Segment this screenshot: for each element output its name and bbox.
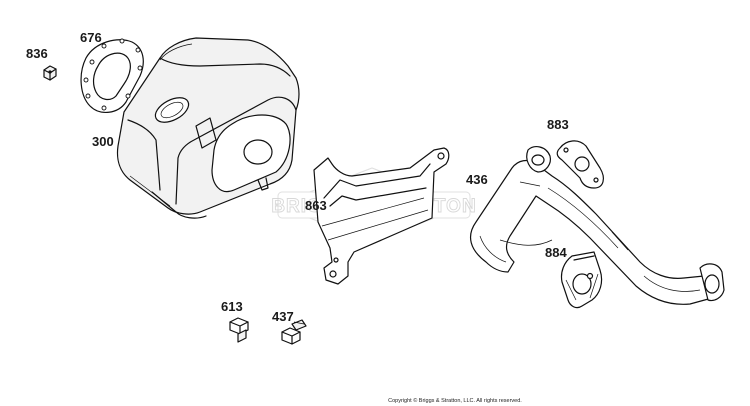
label-676: 676 xyxy=(80,30,102,45)
part-676-gasket xyxy=(80,38,144,113)
part-863-bracket xyxy=(313,147,450,285)
label-883: 883 xyxy=(547,117,569,132)
label-884: 884 xyxy=(545,245,567,260)
label-437: 437 xyxy=(272,309,294,324)
part-884-clamp xyxy=(560,251,603,309)
part-883-gasket xyxy=(556,140,604,189)
label-863: 863 xyxy=(305,198,327,213)
label-613: 613 xyxy=(221,299,243,314)
label-436: 436 xyxy=(466,172,488,187)
part-436-exhaust-pipe xyxy=(469,146,725,305)
part-300-muffler xyxy=(116,37,300,219)
part-613-bolt xyxy=(229,317,249,343)
part-836-screw xyxy=(43,65,57,81)
part-437-bolt xyxy=(281,319,307,345)
label-836: 836 xyxy=(26,46,48,61)
label-300: 300 xyxy=(92,134,114,149)
copyright-notice: Copyright © Briggs & Stratton, LLC. All … xyxy=(388,398,522,404)
